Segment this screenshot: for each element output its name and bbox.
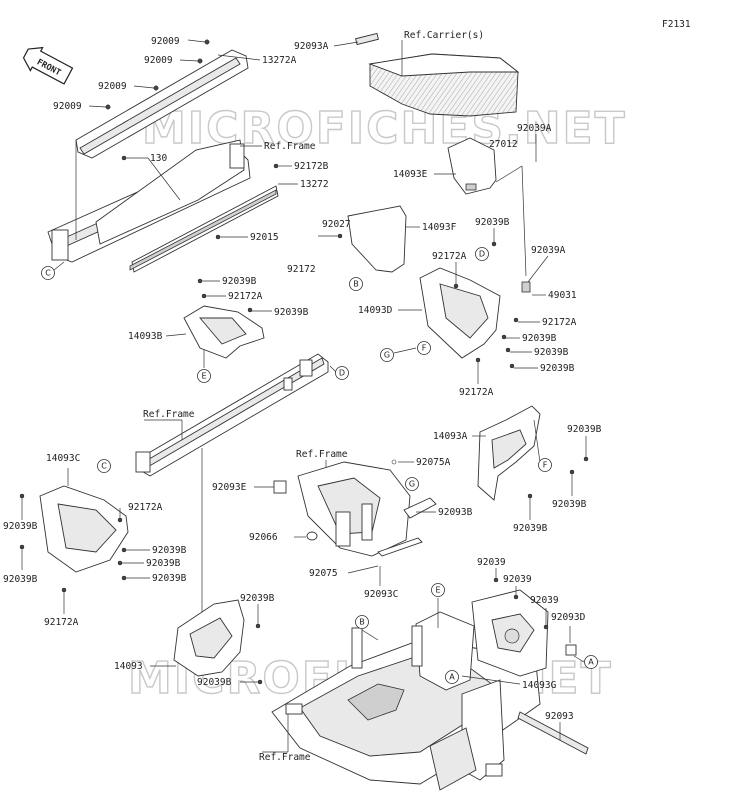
guard-14093	[173, 599, 245, 677]
part-92015: 92015	[250, 232, 279, 243]
front-arrow-icon: FRONT	[22, 46, 74, 85]
part-92039b: 92039B	[3, 574, 38, 585]
part-92039b: 92039B	[152, 573, 187, 584]
part-92039b: 92039B	[197, 677, 232, 688]
callout-f: F	[543, 461, 548, 470]
part-92172a: 92172A	[459, 387, 494, 398]
guard-14093c	[39, 485, 129, 573]
part-92075a: 92075A	[416, 457, 451, 468]
part-92027: 92027	[322, 219, 351, 230]
part-92039b: 92039B	[567, 424, 602, 435]
part-92039b: 92039B	[274, 307, 309, 318]
part-92039: 92039	[530, 595, 559, 606]
part-92039b: 92039B	[152, 545, 187, 556]
callout-b: B	[353, 280, 359, 289]
guard-14093a	[477, 405, 541, 501]
part-92039a: 92039A	[531, 245, 566, 256]
part-92066: 92066	[249, 532, 278, 543]
callout-g: G	[384, 351, 390, 360]
ref-frame-label: Ref.Frame	[296, 449, 348, 460]
part-14093c: 14093C	[46, 453, 80, 464]
part-14093: 14093	[114, 661, 143, 672]
part-49031: 49031	[548, 290, 577, 301]
part-27012: 27012	[489, 139, 518, 150]
figure-code: F2131	[662, 19, 691, 30]
callout-c: C	[101, 462, 107, 471]
bracket-14093g	[471, 589, 549, 677]
part-92039b: 92039B	[146, 558, 181, 569]
part-92172: 92172	[287, 264, 316, 275]
main-frame-assembly	[271, 611, 541, 791]
part-92172a: 92172A	[542, 317, 577, 328]
part-92039b: 92039B	[475, 217, 510, 228]
part-14093e: 14093E	[393, 169, 428, 180]
part-92039b: 92039B	[534, 347, 569, 358]
callout-e: E	[435, 586, 440, 595]
part-92009: 92009	[53, 101, 82, 112]
part-92172a: 92172A	[128, 502, 163, 513]
part-130: 130	[150, 153, 167, 164]
callout-g: G	[409, 480, 415, 489]
callout-b: B	[359, 618, 365, 627]
guard-14093d	[419, 267, 501, 359]
ref-frame-label: Ref.Frame	[143, 409, 195, 420]
part-92172a: 92172A	[44, 617, 79, 628]
part-14093a: 14093A	[433, 431, 468, 442]
part-14093g: 14093G	[522, 680, 557, 691]
part-13272: 13272	[300, 179, 329, 190]
part-92039b: 92039B	[3, 521, 38, 532]
part-92172b: 92172B	[294, 161, 329, 172]
ref-frame-label: Ref.Frame	[264, 141, 316, 152]
part-92039: 92039	[503, 574, 532, 585]
carrier-reference	[355, 32, 520, 117]
part-92039a: 92039A	[517, 123, 552, 134]
part-92093e: 92093E	[212, 482, 247, 493]
guard-14093e	[447, 137, 497, 195]
part-92093b: 92093B	[438, 507, 473, 518]
part-14093b: 14093B	[128, 331, 163, 342]
part-92039b: 92039B	[240, 593, 275, 604]
part-92039b: 92039B	[540, 363, 575, 374]
part-92093d: 92093D	[551, 612, 586, 623]
part-92039b: 92039B	[522, 333, 557, 344]
part-92075: 92075	[309, 568, 338, 579]
callout-e: E	[201, 372, 206, 381]
callout-a: A	[588, 658, 594, 667]
part-92093c: 92093C	[364, 589, 398, 600]
part-92039b: 92039B	[552, 499, 587, 510]
center-frame-ref	[297, 461, 437, 557]
callout-c: C	[45, 269, 51, 278]
part-14093f: 14093F	[422, 222, 457, 233]
part-92039b: 92039B	[222, 276, 257, 287]
part-92009: 92009	[151, 36, 180, 47]
ref-carrier-label: Ref.Carrier(s)	[404, 30, 484, 41]
part-92009: 92009	[98, 81, 127, 92]
guard-14093f	[347, 205, 407, 273]
guard-14093b	[183, 305, 265, 359]
part-92093a: 92093A	[294, 41, 329, 52]
part-92009: 92009	[144, 55, 173, 66]
callout-f: F	[422, 344, 427, 353]
part-92172a: 92172A	[228, 291, 263, 302]
part-13272a: 13272A	[262, 55, 297, 66]
callout-d: D	[339, 369, 345, 378]
part-92172a: 92172A	[432, 251, 467, 262]
callout-a: A	[449, 673, 455, 682]
part-92039b: 92039B	[513, 523, 548, 534]
part-92039: 92039	[477, 557, 506, 568]
part-14093d: 14093D	[358, 305, 393, 316]
side-rail-assembly	[47, 49, 279, 273]
callout-d: D	[479, 250, 485, 259]
part-92093: 92093	[545, 711, 574, 722]
cross-member-frame	[135, 353, 329, 477]
ref-frame-label: Ref.Frame	[259, 752, 311, 763]
